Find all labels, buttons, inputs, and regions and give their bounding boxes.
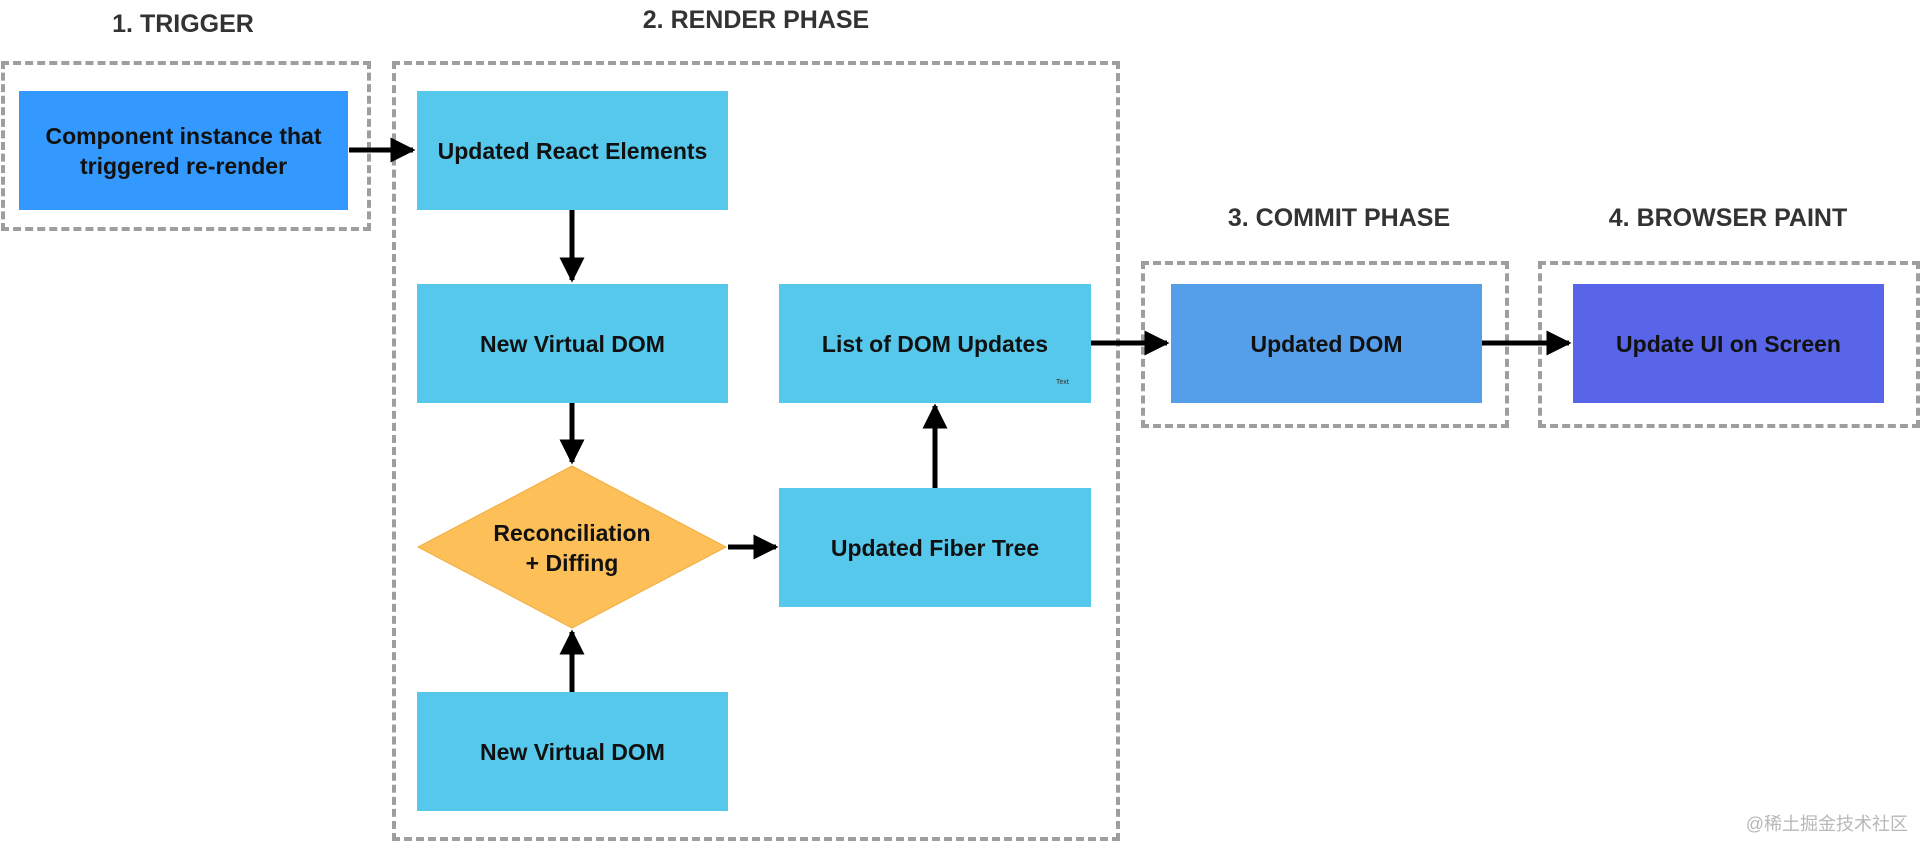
new-virtual-dom-node: New Virtual DOM (417, 284, 728, 403)
reconciliation-diamond (416, 465, 728, 629)
reconciliation-label-line1: Reconciliation (493, 520, 651, 546)
list-of-dom-updates-tag: Text (1056, 379, 1069, 386)
section-title-trigger: 1. TRIGGER (112, 10, 254, 38)
updated-react-elements-node: Updated React Elements (417, 91, 728, 210)
section-title-commit: 3. COMMIT PHASE (1227, 204, 1451, 232)
updated-fiber-tree-node: Updated Fiber Tree (779, 488, 1091, 607)
watermark: @稀土掘金技术社区 (1745, 814, 1908, 834)
reconciliation-label-line2: + Diffing (525, 550, 619, 576)
render-phase-group (392, 61, 1120, 841)
old-virtual-dom-node: New Virtual DOM (417, 692, 728, 811)
list-of-dom-updates-node: List of DOM Updates (779, 284, 1091, 403)
reconciliation-label: Reconciliation + Diffing (446, 510, 698, 586)
trigger-group (1, 61, 371, 231)
section-title-paint: 4. BROWSER PAINT (1608, 204, 1848, 232)
updated-dom-node: Updated DOM (1171, 284, 1482, 403)
component-instance-node: Component instance that triggered re-ren… (19, 91, 348, 210)
update-ui-node: Update UI on Screen (1573, 284, 1884, 403)
section-title-render: 2. RENDER PHASE (642, 6, 870, 34)
